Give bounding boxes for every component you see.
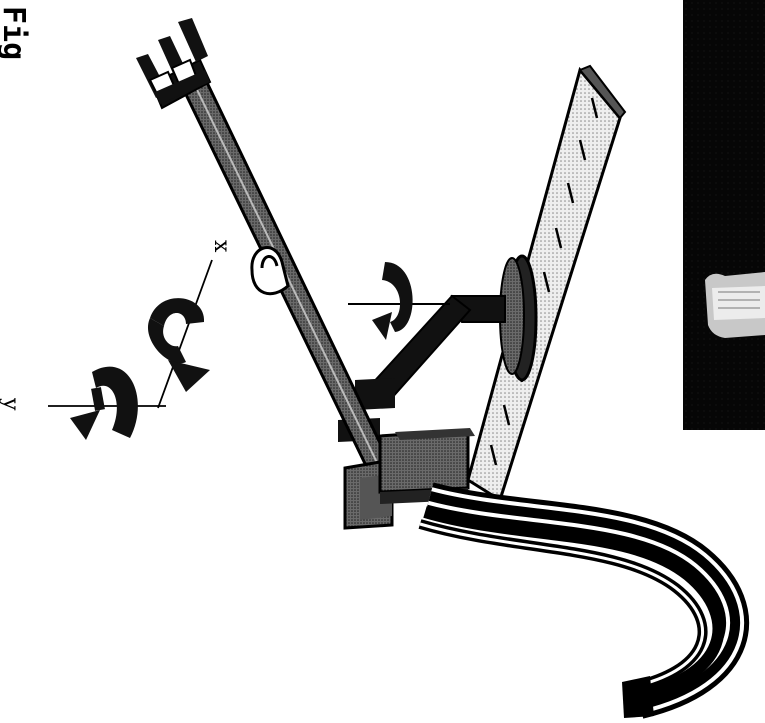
rotation-arrow-y: [70, 367, 138, 440]
flat-plate: [468, 66, 625, 500]
corner-label: Fig: [0, 6, 31, 60]
axis-y-label: y: [0, 397, 23, 411]
axis-x-label: x: [209, 240, 234, 253]
cable-bundle: [420, 496, 735, 718]
rotation-arrow-x: [148, 298, 210, 392]
photograph-panel: [683, 0, 765, 430]
